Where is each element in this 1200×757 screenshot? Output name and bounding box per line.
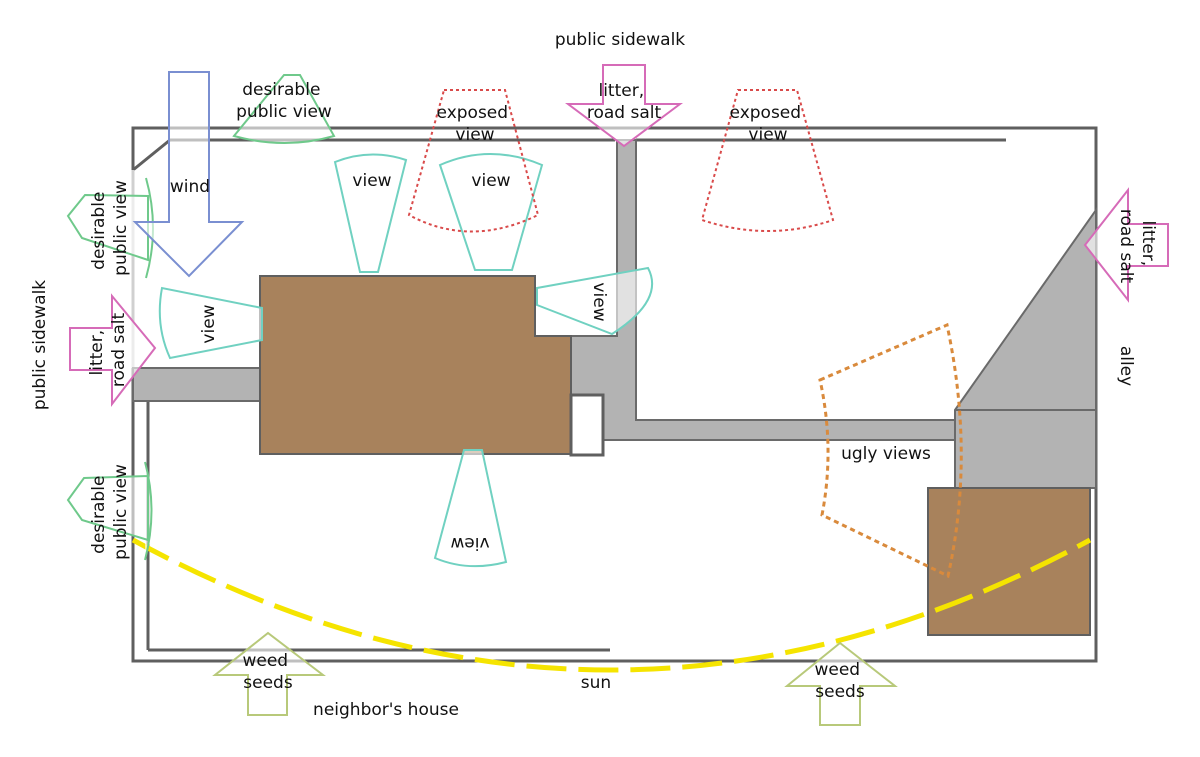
house-porch xyxy=(569,393,605,457)
weed-seed-arrows xyxy=(212,631,898,726)
view-cone-right xyxy=(536,266,653,336)
litter-left-line1: litter, xyxy=(87,330,107,376)
weed-seeds-left-line1: weed xyxy=(242,651,288,671)
view-cone-bottom xyxy=(433,449,508,568)
view-label-top-1: view xyxy=(352,171,391,191)
desirable-view-top-line1: desirable xyxy=(242,80,320,100)
view-cone-top-2 xyxy=(438,153,544,271)
litter-right-label: litter, road salt xyxy=(1116,209,1158,284)
exposed-view-2-line2: view xyxy=(748,125,787,145)
desirable-view-top-line2: public view xyxy=(236,102,332,122)
desirable-view-left-upper-line1: desirable xyxy=(89,192,109,270)
weed-seeds-right-line1: weed xyxy=(814,660,860,680)
desirable-view-left-lower-label: desirable public view xyxy=(89,464,131,560)
neighbors-house-label: neighbor's house xyxy=(313,700,459,720)
litter-arrow-left xyxy=(69,293,157,407)
litter-arrow-top xyxy=(565,64,683,148)
alley-label: alley xyxy=(1116,346,1136,386)
house xyxy=(259,275,572,455)
exposed-view-2-line1: exposed xyxy=(730,103,802,123)
wind-arrow xyxy=(132,71,245,278)
view-label-bottom: view xyxy=(450,533,489,553)
weed-seeds-right-label: weed seeds xyxy=(814,660,865,702)
exposed-view-cone-1 xyxy=(407,89,540,233)
left-sidewalk-label: public sidewalk xyxy=(30,280,50,410)
exposed-views xyxy=(407,89,835,233)
desirable-view-left-lower-line1: desirable xyxy=(89,476,109,554)
desirable-view-top-cone xyxy=(232,74,336,144)
view-label-top-2: view xyxy=(471,171,510,191)
desirable-view-left-upper-label: desirable public view xyxy=(89,180,131,276)
weed-seeds-left-line2: seeds xyxy=(243,673,293,693)
weed-seeds-left-label: weed seeds xyxy=(242,651,293,693)
litter-top-line1: litter, xyxy=(598,81,644,101)
garage xyxy=(927,487,1091,636)
view-cone-top-1 xyxy=(333,153,408,273)
litter-top-line2: road salt xyxy=(587,103,662,123)
litter-left-line2: road salt xyxy=(109,313,129,388)
exposed-view-1-label: exposed view xyxy=(437,103,514,145)
weed-seeds-arrow-left xyxy=(212,631,326,716)
ugly-views-label: ugly views xyxy=(841,444,931,464)
exposed-view-cone-2 xyxy=(700,89,835,232)
desirable-view-top-label: desirable public view xyxy=(236,80,332,122)
litter-arrows xyxy=(69,64,1169,407)
alley-driveway xyxy=(954,206,1097,489)
litter-arrow-right xyxy=(1083,187,1169,303)
exposed-view-1-line2: view xyxy=(455,125,494,145)
view-label-right: view xyxy=(589,282,609,321)
litter-left-label: litter, road salt xyxy=(87,313,129,388)
weed-seeds-arrow-right xyxy=(784,641,898,726)
patio-walkway xyxy=(570,139,956,441)
ugly-views-cone xyxy=(818,322,963,579)
view-cone-left xyxy=(158,286,263,360)
desirable-views xyxy=(66,74,336,561)
sun-path xyxy=(131,537,1092,673)
exposed-view-2-label: exposed view xyxy=(730,103,807,145)
desirable-view-left-upper-line2: public view xyxy=(111,180,131,276)
weed-seeds-right-line2: seeds xyxy=(815,682,865,702)
house-view-cones xyxy=(158,153,653,568)
exposed-view-1-line1: exposed xyxy=(437,103,509,123)
top-sidewalk-label: public sidewalk xyxy=(555,30,685,50)
wind-label: wind xyxy=(170,177,210,197)
desirable-view-left-lower-line2: public view xyxy=(111,464,131,560)
desirable-view-left-lower-cone xyxy=(66,461,153,561)
litter-right-line1: litter, xyxy=(1138,220,1158,266)
litter-right-line2: road salt xyxy=(1116,209,1136,284)
left-walkway xyxy=(132,367,262,402)
view-label-left: view xyxy=(199,304,219,343)
litter-top-label: litter, road salt xyxy=(587,81,662,123)
sun-label: sun xyxy=(581,673,611,693)
